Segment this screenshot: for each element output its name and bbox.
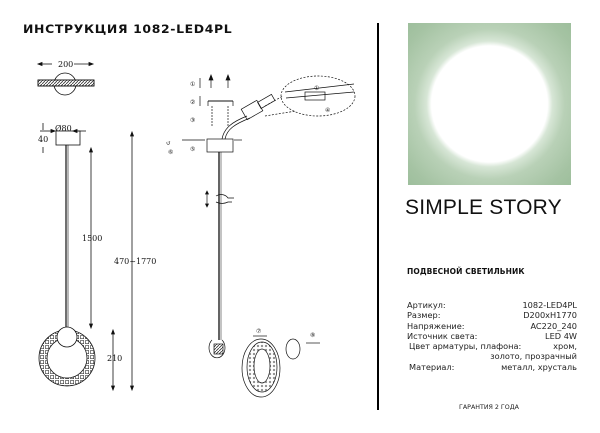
svg-text:⑥: ⑥: [168, 149, 173, 156]
spec-label: Цвет арматуры, плафона:: [409, 341, 522, 352]
spec-label: Источник света:: [407, 330, 478, 341]
spec-value: хром,: [553, 341, 577, 352]
spec-value: AC220_240: [530, 320, 577, 331]
technical-drawing: 200 Ø80 40 1500 470~1770 210 ①: [36, 60, 356, 398]
spec-value: металл, хрусталь: [501, 361, 577, 372]
vertical-divider: [377, 23, 379, 410]
spec-row-light-source: Источник света: LED 4W: [407, 331, 577, 341]
svg-text:①: ①: [190, 81, 195, 88]
dim-canopy-height: 40: [38, 135, 48, 144]
top-view: [36, 61, 95, 96]
specs-table: Артикул: 1082-LED4PL Размер: D200xH1770 …: [407, 300, 577, 372]
svg-text:⑤: ⑤: [190, 146, 195, 153]
spec-label: Артикул:: [407, 300, 446, 310]
spec-label: Размер:: [407, 310, 441, 321]
spec-row-size: Размер: D200xH1770: [407, 310, 577, 320]
dim-canopy-diameter: Ø80: [55, 124, 72, 133]
product-type: ПОДВЕСНОЙ СВЕТИЛЬНИК: [407, 267, 525, 276]
spec-row-article: Артикул: 1082-LED4PL: [407, 300, 577, 310]
dim-cable-length: 1500: [82, 234, 102, 243]
spec-value: золото, прозрачный: [490, 351, 577, 362]
product-hero-image: [408, 23, 571, 185]
svg-text:②: ②: [190, 99, 195, 106]
side-view: [38, 123, 135, 392]
svg-text:↺: ↺: [166, 140, 171, 147]
dim-ring-height: 210: [107, 354, 122, 363]
svg-text:④: ④: [325, 107, 330, 114]
spec-label: Материал:: [409, 361, 455, 372]
svg-text:③: ③: [190, 117, 195, 124]
warranty-note: ГАРАНТИЯ 2 ГОДА: [459, 404, 519, 411]
dim-total-height: 470~1770: [114, 257, 156, 266]
page-title: ИНСТРУКЦИЯ 1082-LED4PL: [23, 22, 233, 36]
brand-name-light: STORY: [489, 196, 562, 219]
installation-view: ① ② ③ ⑤ ↺ ⑥ ① ④: [166, 74, 356, 398]
spec-row-color-cont: золото, прозрачный: [407, 351, 577, 361]
spec-row-color: Цвет арматуры, плафона: хром,: [407, 341, 577, 351]
svg-text:⑦: ⑦: [256, 328, 261, 335]
svg-text:①: ①: [314, 85, 319, 92]
spec-value: LED 4W: [545, 330, 577, 341]
svg-text:⑧: ⑧: [310, 332, 315, 339]
dim-width-label: 200: [58, 60, 73, 69]
brand-name-bold: SIMPLE: [405, 196, 484, 219]
spec-row-material: Материал: металл, хрусталь: [407, 362, 577, 372]
brand-logo: SIMPLE STORY: [405, 196, 562, 220]
spec-value: 1082-LED4PL: [522, 300, 577, 310]
spec-label: Напряжение:: [407, 320, 465, 331]
spec-row-voltage: Напряжение: AC220_240: [407, 321, 577, 331]
spec-value: D200xH1770: [523, 310, 577, 321]
